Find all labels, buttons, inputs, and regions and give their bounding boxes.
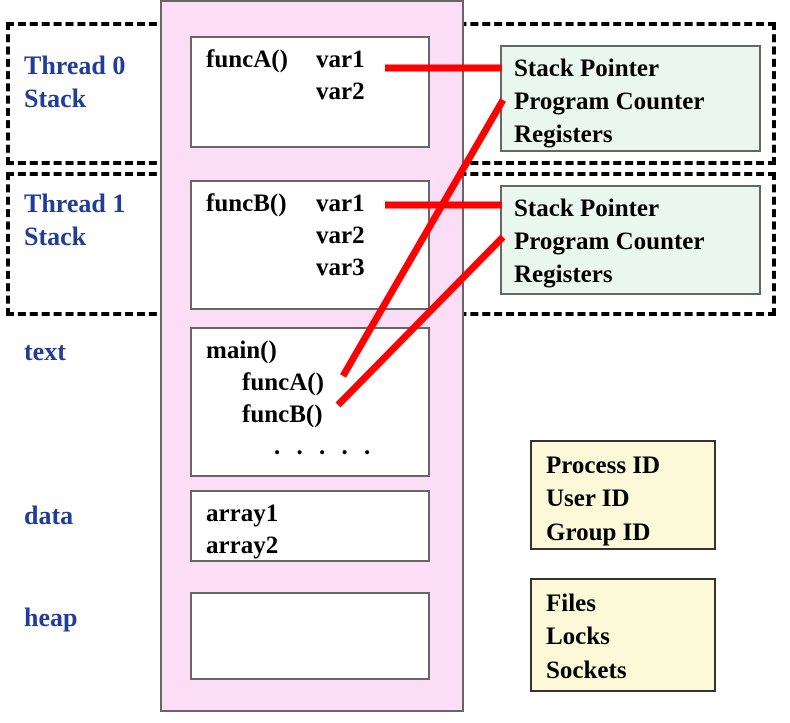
data-symbol: array1 (206, 500, 279, 527)
stack-var: var3 (316, 254, 365, 281)
text-ellipsis: . . . . . (274, 433, 376, 460)
context-field: Stack Pointer (514, 55, 660, 82)
data-symbol: array2 (206, 532, 279, 559)
stack-var: var1 (316, 190, 365, 217)
resource-field: Process ID (546, 452, 661, 479)
process-handles-box: Files Locks Sockets (530, 578, 716, 692)
stack-var: var1 (316, 46, 365, 73)
text-symbol: funcA() (242, 369, 324, 396)
thread-0-context-box: Stack Pointer Program Counter Registers (500, 45, 761, 152)
resource-field: Group ID (546, 518, 651, 546)
resource-field: Sockets (546, 656, 627, 684)
stack-frame-row: var3 (206, 252, 428, 284)
resource-field: Locks (546, 623, 610, 651)
context-field: Stack Pointer (514, 195, 660, 222)
resource-field: Files (546, 590, 596, 617)
context-field: Registers (514, 261, 613, 288)
context-field: Program Counter (514, 88, 705, 115)
segment-thread-1-stack: funcB() var1 var2 var3 (190, 180, 430, 310)
region-label-heap: heap (24, 603, 78, 632)
stack-var: var2 (316, 222, 365, 249)
region-label-thread-1-stack: Thread 1 Stack (24, 189, 126, 251)
region-label-text: text (24, 337, 66, 366)
region-label-data: data (24, 501, 74, 530)
text-symbol: main() (206, 337, 277, 364)
segment-data: array1 array2 (190, 490, 430, 562)
stack-frame-function: funcA() (206, 46, 288, 73)
thread-1-context-box: Stack Pointer Program Counter Registers (500, 185, 761, 295)
region-label-thread-0-stack: Thread 0 Stack (24, 51, 126, 113)
segment-text: main() funcA() funcB() . . . . . (190, 327, 430, 477)
stack-frame-function: funcB() (206, 190, 287, 217)
context-field: Registers (514, 121, 613, 148)
stack-frame-row: funcB() var1 (206, 188, 428, 220)
text-symbol: funcB() (242, 401, 323, 428)
stack-var: var2 (316, 78, 365, 105)
stack-frame-row: var2 (206, 76, 428, 108)
segment-thread-0-stack: funcA() var1 var2 (190, 36, 430, 148)
stack-frame-row: funcA() var1 (206, 44, 428, 76)
stack-frame-row: var2 (206, 220, 428, 252)
segment-heap (190, 592, 430, 680)
process-identity-box: Process ID User ID Group ID (530, 440, 716, 550)
resource-field: User ID (546, 485, 630, 513)
context-field: Program Counter (514, 228, 705, 255)
